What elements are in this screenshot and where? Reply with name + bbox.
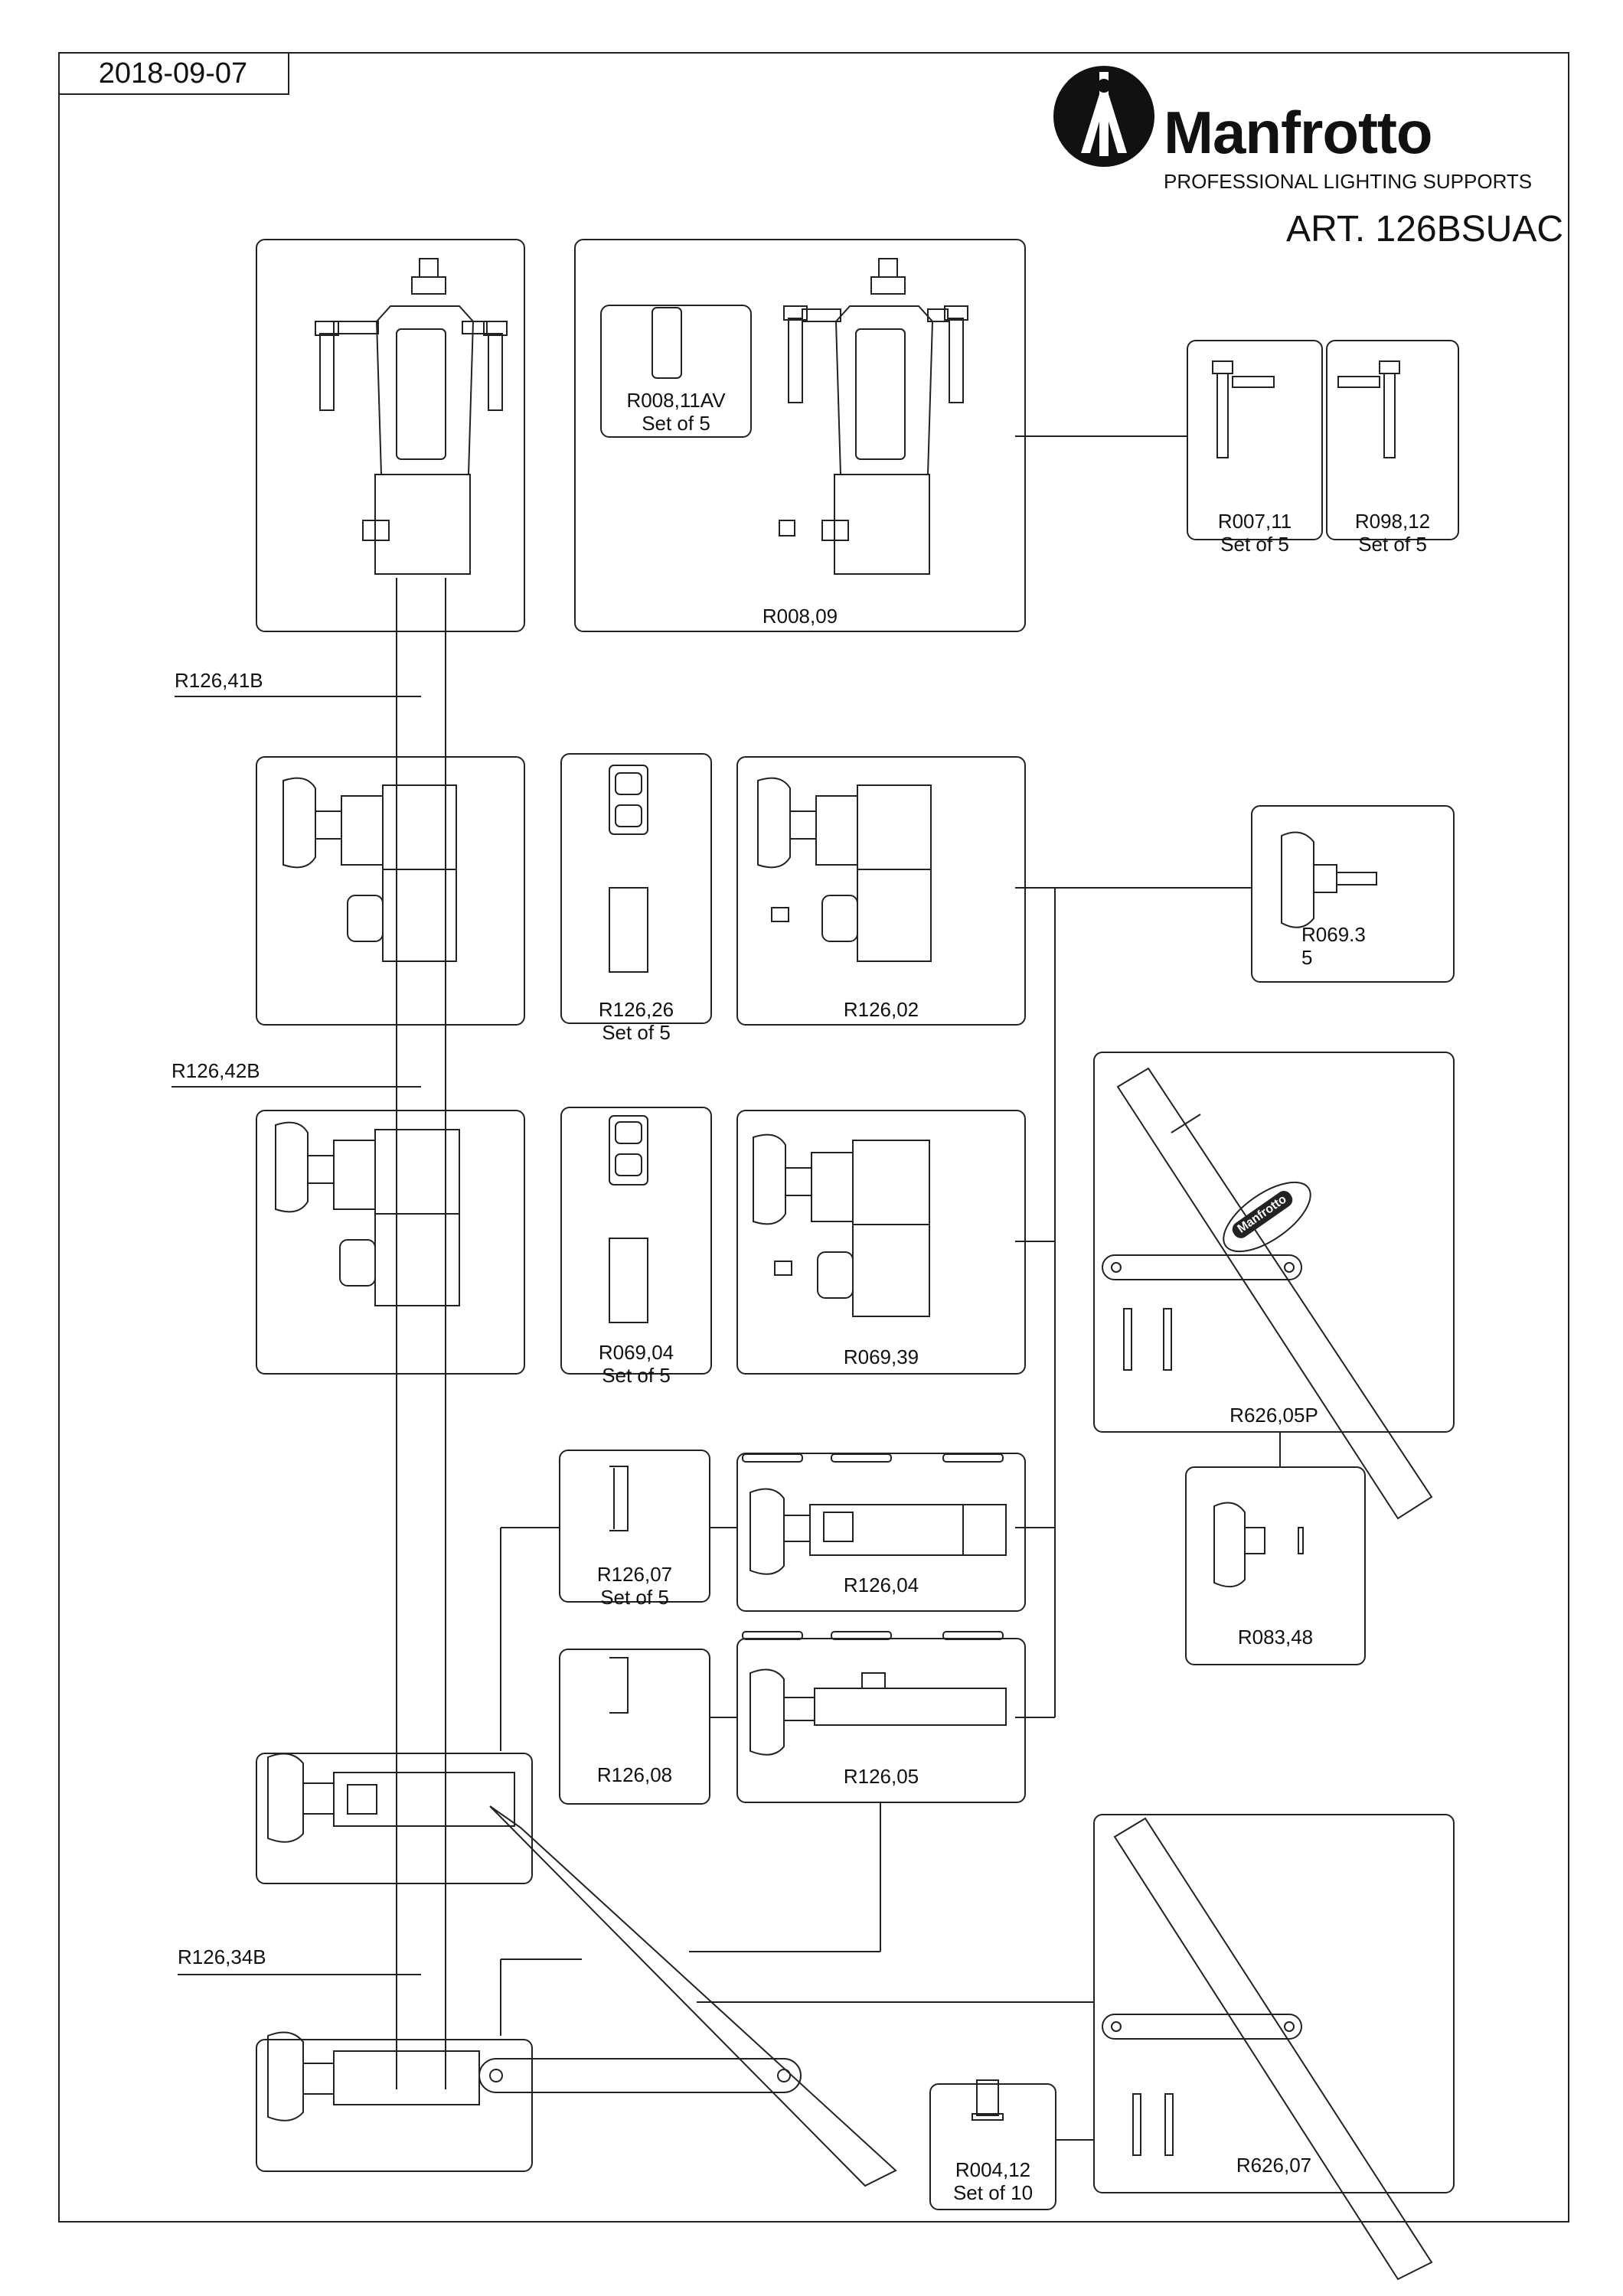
r069-04-box — [560, 1107, 712, 1375]
part-qty: Set of 5 — [1220, 533, 1289, 556]
part-qty: Set of 5 — [642, 412, 710, 435]
r069-35-label: R069.3 5 — [1301, 923, 1366, 969]
r126-02-box — [736, 756, 1026, 1026]
part-code: R098,12 — [1354, 510, 1431, 533]
part-code-cont: 5 — [1301, 946, 1313, 969]
r126-07-label: R126,07 Set of 5 — [559, 1563, 710, 1609]
r126-05-box — [736, 1638, 1026, 1803]
r126-41b-box — [256, 756, 525, 1026]
r126-42b-box — [256, 1110, 525, 1375]
article-number: ART. 126BSUAC — [1286, 209, 1563, 249]
part-code: R126,07 — [596, 1563, 673, 1586]
part-code: R004,12 — [955, 2158, 1031, 2181]
r007-11-label: R007,11 Set of 5 — [1187, 510, 1323, 556]
manfrotto-logo-icon — [1053, 66, 1154, 167]
clamp-bottom-1-box — [256, 1753, 533, 1884]
part-code: R069,04 — [598, 1341, 674, 1364]
r004-12-label: R004,12 Set of 10 — [929, 2158, 1056, 2204]
r126-04-label: R126,04 — [843, 1574, 919, 1596]
clamp-bottom-2-box — [256, 2039, 533, 2172]
r126-05-label: R126,05 — [843, 1765, 919, 1788]
brand-subtitle: PROFESSIONAL LIGHTING SUPPORTS — [1164, 170, 1533, 193]
drawing-frame — [58, 52, 1569, 2223]
r069-04-label: R069,04 Set of 5 — [560, 1341, 712, 1387]
r008-09-label: R008,09 — [762, 605, 838, 628]
r126-42b-label: R126,42B — [171, 1059, 260, 1082]
r126-08-box — [559, 1649, 710, 1805]
r007-11-box — [1187, 340, 1323, 540]
part-code: R007,11 — [1217, 510, 1292, 533]
r126-26-box — [560, 753, 712, 1024]
part-code: R069.3 — [1301, 923, 1366, 946]
r126-08-label: R126,08 — [596, 1763, 673, 1786]
r126-34b-label: R126,34B — [178, 1945, 266, 1968]
part-code: R008,11AV — [626, 389, 726, 412]
part-qty: Set of 5 — [1358, 533, 1427, 556]
date-label: 2018-09-07 — [58, 52, 289, 95]
r126-41b-label: R126,41B — [175, 669, 263, 692]
r069-39-label: R069,39 — [843, 1345, 919, 1368]
r126-07-box — [559, 1450, 710, 1603]
r098-12-box — [1326, 340, 1459, 540]
r626-07-box — [1093, 1814, 1455, 2193]
brand-block: Manfrotto PROFESSIONAL LIGHTING SUPPORTS — [1050, 63, 1556, 201]
brand-name: Manfrotto — [1164, 99, 1433, 166]
r626-05p-label: R626,05P — [1229, 1404, 1318, 1427]
part-code: R126,26 — [598, 998, 674, 1021]
part-qty: Set of 5 — [600, 1586, 669, 1609]
r004-12-box — [929, 2083, 1056, 2210]
clamp-top-box — [256, 239, 525, 632]
r069-35-box — [1251, 805, 1455, 983]
part-qty: Set of 5 — [602, 1364, 671, 1387]
r626-07-label: R626,07 — [1236, 2154, 1312, 2177]
part-qty: Set of 10 — [952, 2181, 1034, 2204]
r126-02-label: R126,02 — [843, 998, 919, 1021]
r626-05p-box — [1093, 1052, 1455, 1433]
r098-12-label: R098,12 Set of 5 — [1326, 510, 1459, 556]
r008-11av-box — [600, 305, 752, 438]
r083-48-label: R083,48 — [1237, 1626, 1314, 1649]
r069-39-box — [736, 1110, 1026, 1375]
r083-48-box — [1185, 1466, 1366, 1665]
r008-11av-label: R008,11AV Set of 5 — [600, 389, 752, 435]
part-qty: Set of 5 — [602, 1021, 671, 1044]
r126-04-box — [736, 1453, 1026, 1612]
r008-09-box — [574, 239, 1026, 632]
r126-26-label: R126,26 Set of 5 — [560, 998, 712, 1044]
